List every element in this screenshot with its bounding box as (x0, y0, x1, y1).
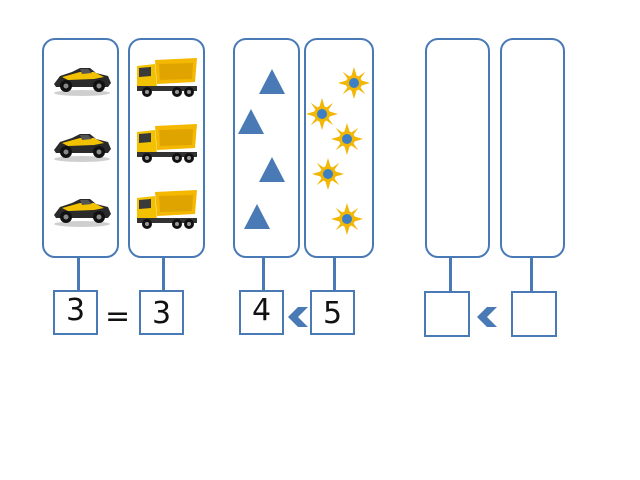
triangle-icon (258, 156, 286, 184)
empty-left-panel-stem (449, 258, 452, 292)
dump-truck-icon (133, 52, 199, 98)
race-car-icon (50, 60, 114, 96)
triangle-icon (237, 108, 265, 136)
triangle-icon (243, 203, 271, 231)
sun-count-box[interactable]: 5 (310, 290, 355, 335)
less-than-chevron-icon (285, 305, 309, 329)
sun-panel-stem (333, 258, 336, 291)
empty-left-answer-box[interactable] (424, 291, 470, 337)
equals-sign: = (105, 302, 130, 332)
truck-count-box[interactable]: 3 (139, 290, 184, 335)
sun-icon (338, 67, 370, 99)
truck-panel-stem (162, 258, 165, 291)
less-than-chevron-icon (474, 305, 498, 329)
car-panel-stem (77, 258, 80, 291)
race-car-icon (50, 126, 114, 162)
dump-truck-icon (133, 118, 199, 164)
dump-truck-icon (133, 184, 199, 230)
sun-icon (312, 158, 344, 190)
empty-right-panel-stem (530, 258, 533, 292)
empty-right-answer-box[interactable] (511, 291, 557, 337)
sun-icon (331, 123, 363, 155)
triangle-panel-stem (262, 258, 265, 291)
car-count-box[interactable]: 3 (53, 290, 98, 335)
race-car-icon (50, 191, 114, 227)
empty-right-panel (500, 38, 565, 258)
empty-left-panel (425, 38, 490, 258)
triangle-count-box[interactable]: 4 (239, 290, 284, 335)
triangle-icon (258, 68, 286, 96)
sun-icon (331, 203, 363, 235)
